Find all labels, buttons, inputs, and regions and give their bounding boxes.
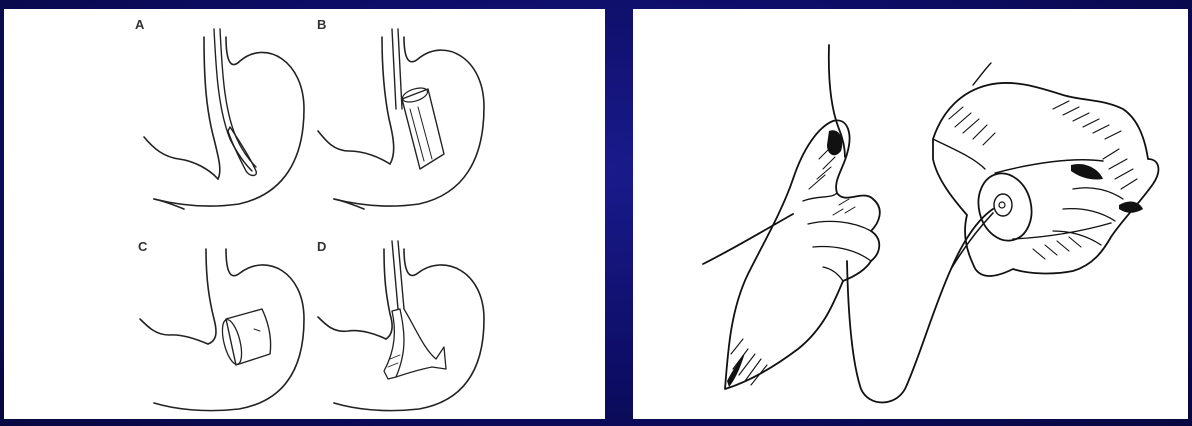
stomach-drawings xyxy=(4,9,605,419)
stomach-figure-b xyxy=(318,29,484,209)
stomach-illustration-panel: A B C D xyxy=(4,9,605,419)
balloon-end xyxy=(972,168,1039,247)
hands-drawing xyxy=(633,9,1188,419)
right-hand xyxy=(933,83,1158,276)
stomach-figure-c xyxy=(140,249,304,411)
stomach-figure-a xyxy=(144,29,304,209)
stomach-figure-d xyxy=(318,241,484,411)
hand-illustration-panel xyxy=(633,9,1188,419)
